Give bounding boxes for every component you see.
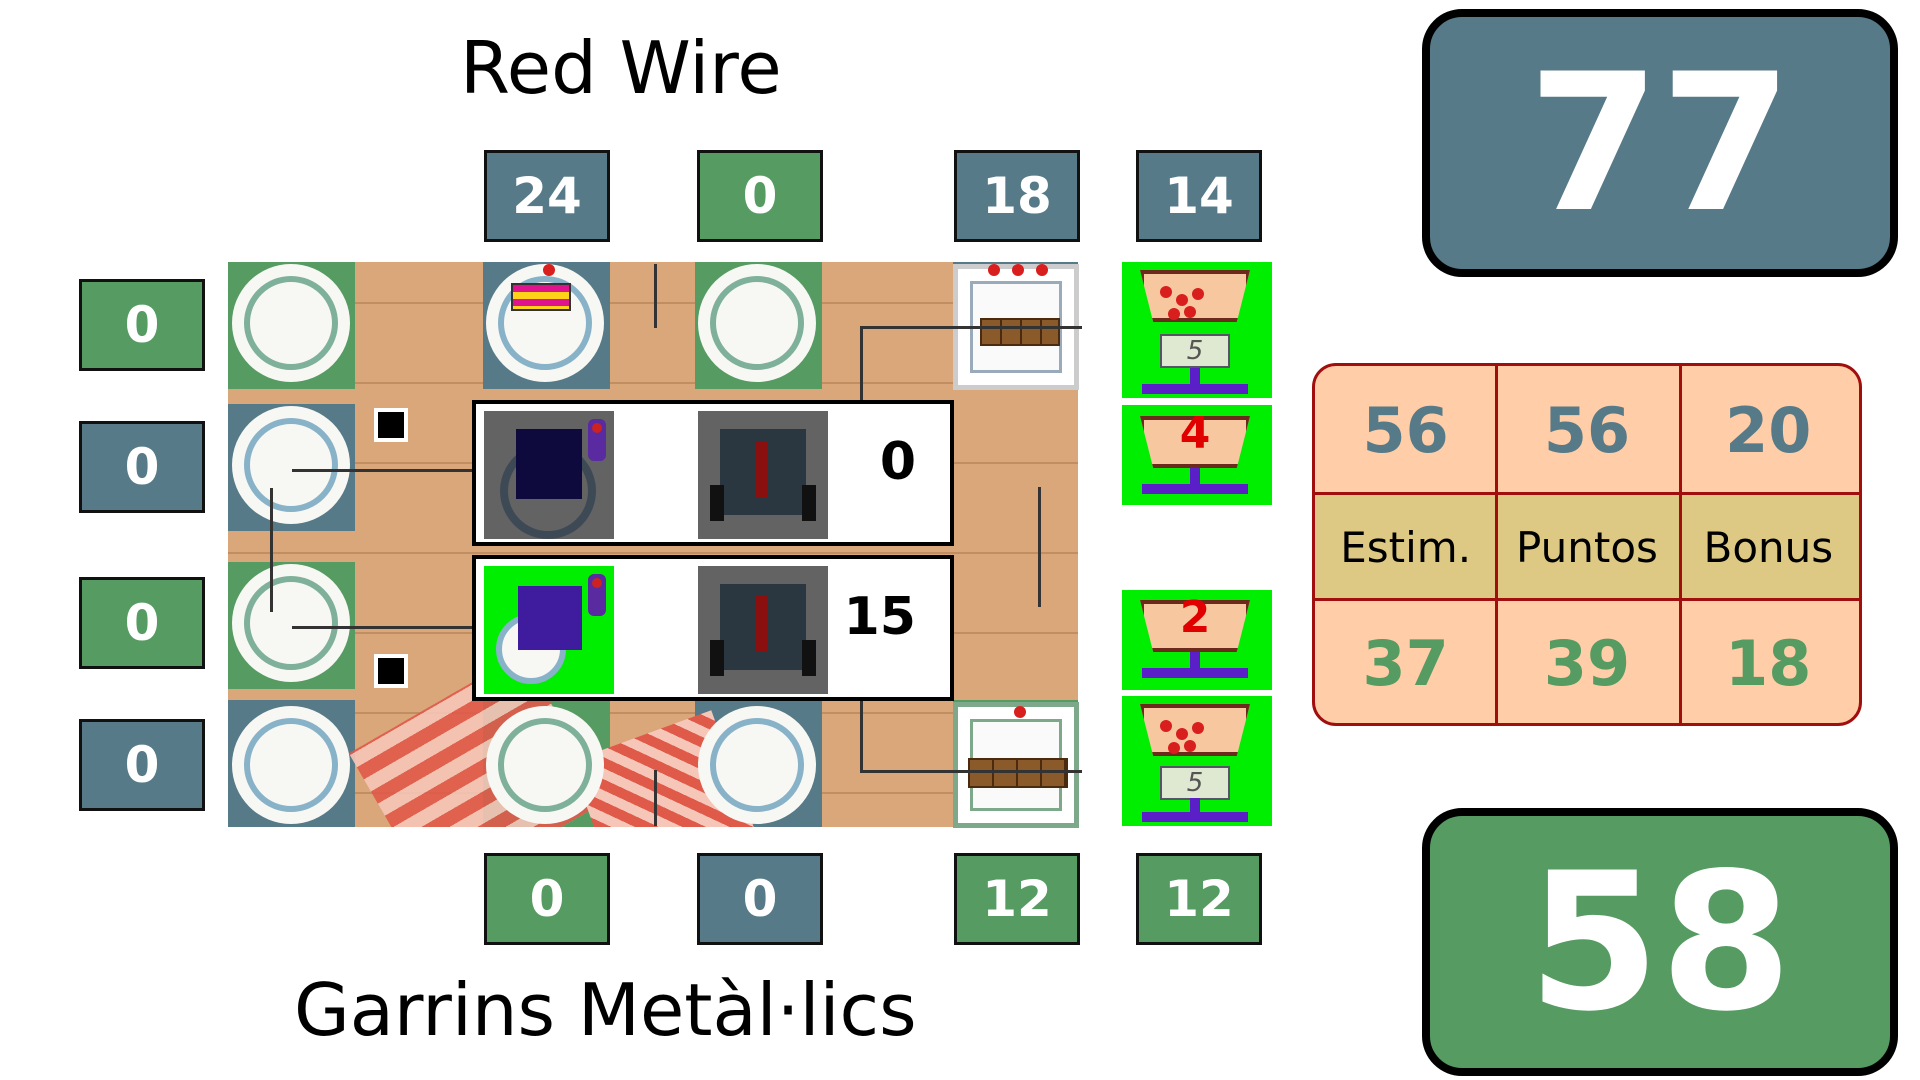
team-bottom-total: 58: [1422, 808, 1898, 1076]
row-score: 0: [79, 421, 205, 513]
robot-panel-bottom: 15: [472, 555, 954, 701]
robot-score: 15: [843, 587, 916, 647]
opponent-robot-icon: [698, 411, 828, 539]
column-bottom-score: 0: [484, 853, 610, 945]
column-bottom-score: 0: [697, 853, 823, 945]
plate: [698, 706, 816, 824]
stats-table: 56 56 20 Estim. Puntos Bonus 37 39 18: [1312, 363, 1862, 726]
marker-icon: [374, 654, 408, 688]
column-bottom-score: 12: [1136, 853, 1262, 945]
plate: [232, 706, 350, 824]
plate: [232, 406, 350, 524]
stat-bottom-bonus: 18: [1725, 626, 1812, 700]
status-light-icon: [592, 423, 602, 433]
stat-label-puntos: Puntos: [1516, 522, 1658, 572]
plate: [232, 564, 350, 682]
stat-label-estim: Estim.: [1340, 522, 1472, 572]
stat-bottom-estim: 37: [1362, 626, 1449, 700]
row-score: 0: [79, 279, 205, 371]
status-light-icon: [592, 578, 602, 588]
marker-icon: [374, 408, 408, 442]
robot-panel-top: 0: [472, 400, 954, 546]
stat-top-puntos: 56: [1543, 393, 1631, 467]
column-top-score: 24: [484, 150, 610, 242]
column-top-score: 0: [697, 150, 823, 242]
plate: [486, 706, 604, 824]
scale-display: 5: [1160, 334, 1230, 368]
cake-icon: [511, 283, 571, 311]
robot-bottom-icon: [484, 566, 614, 694]
column-top-score: 14: [1136, 150, 1262, 242]
stat-top-bonus: 20: [1725, 393, 1812, 467]
team-top-name: Red Wire: [460, 26, 782, 110]
robot-top-icon: [484, 411, 614, 539]
plate: [698, 264, 816, 382]
stat-bottom-puntos: 39: [1543, 626, 1631, 700]
plate: [232, 264, 350, 382]
cart-icon: [1140, 416, 1250, 468]
robot-score: 0: [879, 432, 916, 492]
team-bottom-name: Garrins Metàl·lics: [294, 968, 917, 1052]
stat-label-bonus: Bonus: [1703, 522, 1834, 572]
plate-with-cake: [486, 264, 604, 382]
cart-count: 4: [1179, 408, 1211, 459]
scale-display: 5: [1160, 766, 1230, 800]
opponent-robot-icon: [698, 566, 828, 694]
column-bottom-score: 12: [954, 853, 1080, 945]
cart-count: 2: [1179, 592, 1211, 643]
row-score: 0: [79, 577, 205, 669]
column-top-score: 18: [954, 150, 1080, 242]
team-top-total: 77: [1422, 9, 1898, 277]
stat-top-estim: 56: [1362, 393, 1449, 467]
row-score: 0: [79, 719, 205, 811]
